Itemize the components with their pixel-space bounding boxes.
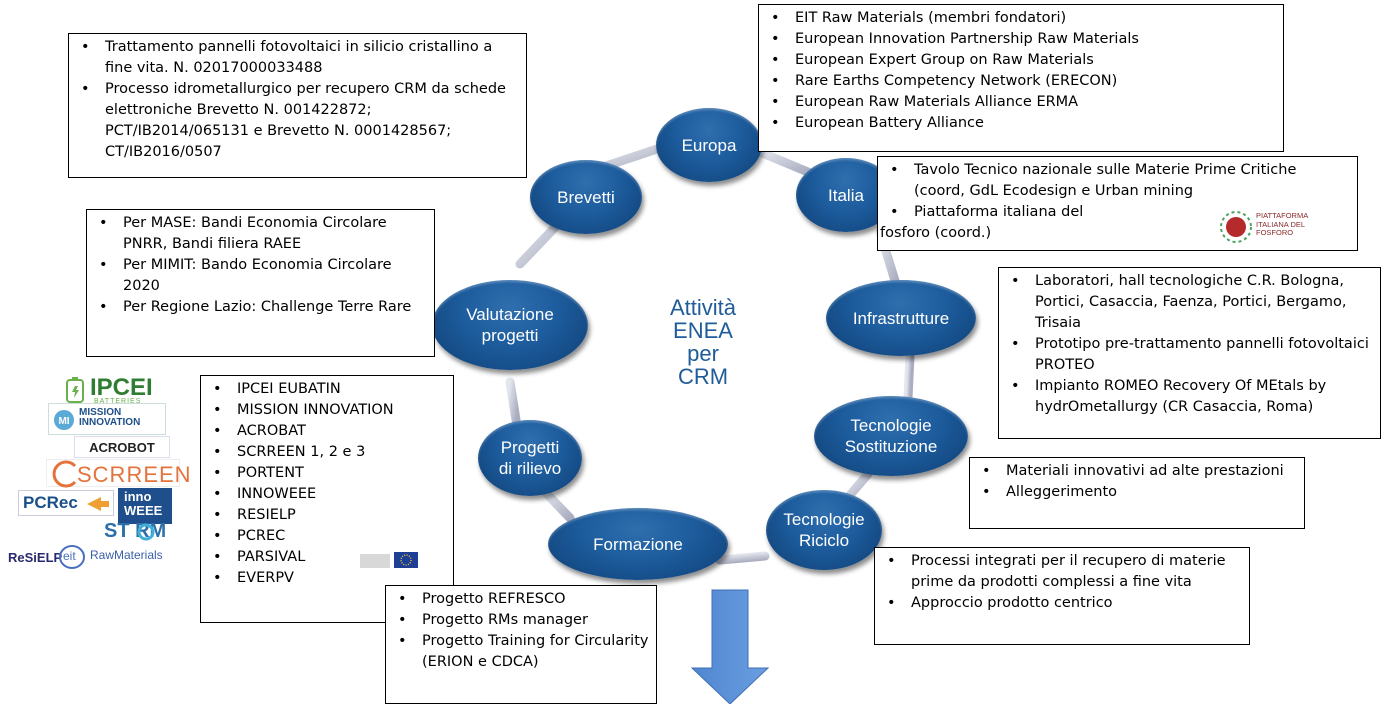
node-valutazione-progetti: Valutazione progetti xyxy=(432,280,588,370)
node-tecnologie-sostituzione: Tecnologie Sostituzione xyxy=(814,396,968,476)
progetti-box: IPCEI EUBATIN MISSION INNOVATION ACROBAT… xyxy=(200,375,454,623)
connector-valutazione-brevetti xyxy=(515,217,565,269)
connector-progetti-valutazione xyxy=(505,377,521,425)
list-item: European Battery Alliance xyxy=(771,113,1277,134)
list-item: PCREC xyxy=(213,526,447,547)
scrreen-logo: SCRREEN xyxy=(46,459,191,488)
list-item: Rare Earths Competency Network (ERECON) xyxy=(771,71,1277,92)
list-item: Tavolo Tecnico nazionale sulle Materie P… xyxy=(890,160,1314,202)
eit-logo: eit xyxy=(58,544,88,570)
list-item: PORTENT xyxy=(213,463,447,484)
innoweee-logo-line: inno xyxy=(124,489,152,504)
list-item: Laboratori, hall tecnologiche C.R. Bolog… xyxy=(1011,271,1374,334)
mission-innovation-logo: MI MISSION INNOVATION xyxy=(48,403,166,435)
rawmaterials-logo: RawMaterials xyxy=(90,548,200,568)
node-brevetti: Brevetti xyxy=(530,160,642,234)
connector-europa-italia xyxy=(755,147,813,177)
rawmaterials-logo-text: RawMaterials xyxy=(90,548,163,562)
pcrec-logo-text: PCRec xyxy=(23,493,78,512)
sostituzione-box: Materiali innovativi ad alte prestazioni… xyxy=(969,457,1305,529)
list-item: Progetto RMs manager xyxy=(398,610,650,631)
list-item: RESIELP xyxy=(213,505,447,526)
svg-text:MI: MI xyxy=(58,416,69,427)
italia-tail-text: fosforo (coord.) xyxy=(880,225,992,241)
list-item: EVERPV xyxy=(213,568,447,589)
list-item: Impianto ROMEO Recovery Of MEtals by hyd… xyxy=(1011,376,1374,418)
list-item: Approccio prodotto centrico xyxy=(887,593,1243,614)
fosforo-logo-line: PIATTAFORMA xyxy=(1256,211,1309,220)
list-item: European Expert Group on Raw Materials xyxy=(771,50,1277,71)
valutazione-box: Per MASE: Bandi Economia Circolare PNRR,… xyxy=(86,209,435,357)
node-europa: Europa xyxy=(656,108,762,182)
list-item: PARSIVAL xyxy=(213,547,447,568)
list-item: INNOWEEE xyxy=(213,484,447,505)
connector-riciclo-formazione xyxy=(715,551,770,565)
list-item: Alleggerimento xyxy=(982,482,1298,503)
list-item: Processi integrati per il recupero di ma… xyxy=(887,551,1243,593)
node-tecnologie-riciclo: Tecnologie Riciclo xyxy=(766,490,882,570)
node-formazione: Formazione xyxy=(548,508,728,580)
fosforo-logo-line: FOSFORO xyxy=(1256,228,1294,237)
connector-formazione-progetti xyxy=(540,487,575,523)
resielp-logo-text: ReSiELP xyxy=(8,550,63,565)
down-arrow xyxy=(690,589,770,704)
list-item: EIT Raw Materials (membri fondatori) xyxy=(771,8,1277,29)
fosforo-logo-line: ITALIANA DEL xyxy=(1256,219,1306,229)
eit-logo-text: eit xyxy=(63,549,76,563)
list-item: European Innovation Partnership Raw Mate… xyxy=(771,29,1277,50)
mission-logo-line: INNOVATION xyxy=(79,417,141,428)
list-item: MISSION INNOVATION xyxy=(213,400,447,421)
list-item: SCRREEN 1, 2 e 3 xyxy=(213,442,447,463)
list-item: Per MIMIT: Bando Economia Circolare 2020 xyxy=(99,255,428,297)
connector-infrastrutture-sostituzione xyxy=(903,351,915,403)
list-item: European Raw Materials Alliance ERMA xyxy=(771,92,1277,113)
ipcei-logo-text: IPCEI xyxy=(90,374,153,401)
list-item: Per MASE: Bandi Economia Circolare PNRR,… xyxy=(99,213,428,255)
brevetti-box: Trattamento pannelli fotovoltaici in sil… xyxy=(68,33,527,178)
ipcei-logo: IPCEI BATTERIES xyxy=(64,374,164,406)
list-item: Prototipo pre-trattamento pannelli fotov… xyxy=(1011,334,1374,376)
list-item: Progetto REFRESCO xyxy=(398,589,650,610)
list-item: Materiali innovativi ad alte prestazioni xyxy=(982,461,1298,482)
formazione-box: Progetto REFRESCO Progetto RMs manager P… xyxy=(385,585,657,704)
scrreen-logo-text: SCRREEN xyxy=(77,462,192,487)
italia-box: Tavolo Tecnico nazionale sulle Materie P… xyxy=(877,156,1358,251)
innoweee-logo-line: WEEE xyxy=(124,503,163,518)
node-infrastrutture: Infrastrutture xyxy=(826,280,976,356)
europa-box: EIT Raw Materials (membri fondatori) Eur… xyxy=(758,4,1284,152)
fosforo-logo: PIATTAFORMA ITALIANA DEL FOSFORO xyxy=(1216,207,1326,247)
list-item: Processo idrometallurgico per recupero C… xyxy=(81,79,520,163)
list-item: Progetto Training for Circularity (ERION… xyxy=(398,631,650,673)
riciclo-box: Processi integrati per il recupero di ma… xyxy=(874,547,1250,645)
ipcei-logo-subtext: BATTERIES xyxy=(94,398,142,405)
list-item: Trattamento pannelli fotovoltaici in sil… xyxy=(81,37,520,79)
mission-logo-line: MISSION xyxy=(79,407,122,418)
center-label: Attività ENEA per CRM xyxy=(669,295,737,389)
storm-logo: ST RM xyxy=(104,520,194,544)
infrastrutture-box: Laboratori, hall tecnologiche C.R. Bolog… xyxy=(998,267,1381,439)
node-progetti-rilievo: Progetti di rilievo xyxy=(478,420,582,496)
resielp-logo: ReSiELP xyxy=(8,546,63,570)
eu-flag-icon xyxy=(200,548,418,572)
pcrec-logo: PCRec xyxy=(18,490,114,516)
list-item: Piattaforma italiana del xyxy=(890,202,1314,223)
acrobat-logo-text: ACROBOT xyxy=(89,440,155,455)
connector-sostituzione-riciclo xyxy=(845,469,873,500)
list-item: Per Regione Lazio: Challenge Terre Rare xyxy=(99,297,428,318)
list-item: ACROBAT xyxy=(213,421,447,442)
list-item: IPCEI EUBATIN xyxy=(213,379,447,400)
acrobat-logo: ACROBOT xyxy=(74,436,170,458)
innoweee-logo: inno WEEE xyxy=(118,488,172,524)
